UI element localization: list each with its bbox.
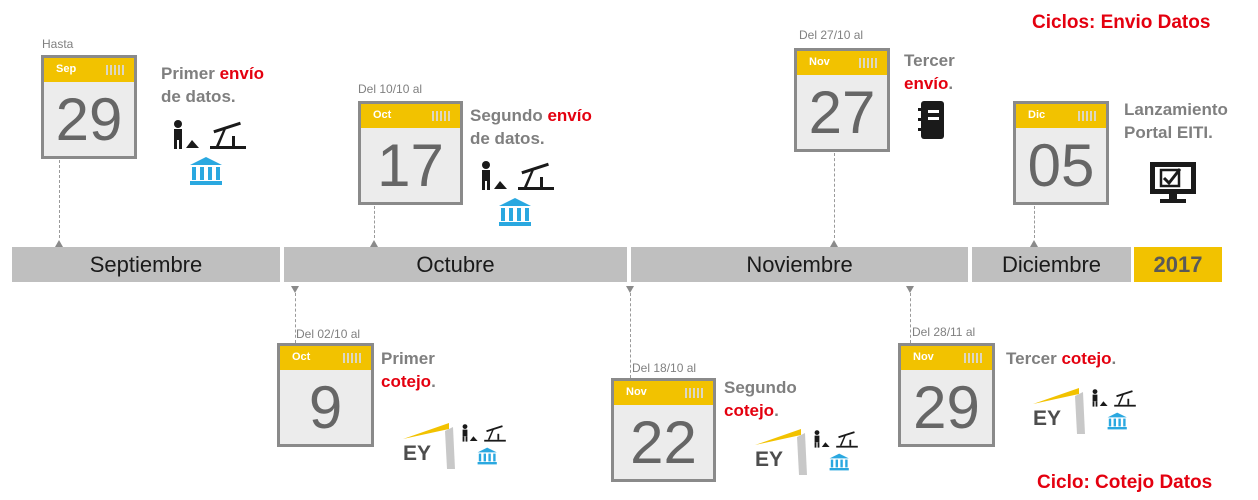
- envio-cycle-title: Ciclos: Envio Datos: [1032, 12, 1211, 33]
- event-description: Tercer envío.: [904, 51, 955, 93]
- month-december: Diciembre: [972, 247, 1131, 282]
- calendar-card-oct-9: Oct 9: [277, 343, 374, 447]
- ey-logo-text: EY: [403, 442, 432, 465]
- worker-pumpjack-bank-icon: [814, 430, 858, 471]
- month-november: Noviembre: [631, 247, 968, 282]
- ey-logo-icon: [1033, 388, 1085, 434]
- monitor-checkmark-icon: [1150, 162, 1196, 203]
- event-note: Hasta: [42, 37, 74, 51]
- calendar-month: Nov: [626, 386, 647, 398]
- ey-logo-text: EY: [1033, 407, 1062, 430]
- calendar-card-nov-27: Nov 27: [794, 48, 890, 152]
- connector-line: [295, 293, 296, 343]
- bank-icon: [190, 157, 222, 185]
- event-note: Del 10/10 al: [358, 82, 423, 96]
- year-label: 2017: [1134, 247, 1222, 282]
- calendar-month: Oct: [292, 351, 311, 363]
- connector-arrow: [291, 286, 299, 293]
- worker-pumpjack-icon: [174, 120, 246, 149]
- calendar-day: 29: [55, 85, 123, 153]
- calendar-card-dic-05: Dic 05: [1013, 101, 1109, 205]
- event-description: Primer envío de datos.: [161, 64, 264, 106]
- calendar-month: Sep: [56, 63, 77, 75]
- bank-icon: [499, 198, 531, 226]
- calendar-month: Dic: [1028, 109, 1046, 121]
- calendar-card-sep-29: Sep 29: [41, 55, 137, 159]
- event-description: Segundo envío de datos.: [470, 106, 592, 148]
- calendar-card-nov-22: Nov 22: [611, 378, 716, 482]
- ey-logo-text: EY: [755, 448, 784, 471]
- event-note: Del 28/11 al: [912, 325, 976, 339]
- calendar-month: Nov: [809, 56, 830, 68]
- calendar-day: 29: [913, 373, 980, 441]
- connector-arrow: [55, 240, 63, 247]
- worker-pumpjack-bank-icon: [462, 424, 506, 465]
- connector-line: [59, 160, 60, 238]
- connector-arrow: [626, 286, 634, 293]
- calendar-day: 9: [308, 373, 343, 441]
- event-note: Del 18/10 al: [632, 361, 697, 375]
- connector-line: [910, 293, 911, 343]
- ey-logo-group: EY: [399, 419, 515, 471]
- connector-arrow: [1030, 240, 1038, 247]
- calendar-month: Oct: [373, 109, 392, 121]
- month-september: Septiembre: [12, 247, 280, 282]
- calendar-month: Nov: [913, 351, 934, 363]
- event-description: Primer cotejo.: [381, 349, 436, 391]
- calendar-day: 17: [377, 131, 444, 199]
- ey-logo-icon: [755, 429, 807, 475]
- event-description: Segundo cotejo.: [724, 378, 797, 420]
- worker-pumpjack-icon: [482, 161, 554, 190]
- notebook-icon: [918, 101, 944, 139]
- connector-line: [834, 153, 835, 238]
- event-note: Del 02/10 al: [296, 327, 361, 341]
- calendar-card-oct-17: Oct 17: [358, 101, 463, 205]
- calendar-day: 05: [1027, 131, 1095, 199]
- event-description: Tercer cotejo.: [1006, 349, 1117, 368]
- event-note: Del 27/10 al: [799, 28, 864, 42]
- calendar-day: 27: [808, 78, 876, 146]
- worker-pumpjack-bank-icon: [1092, 389, 1136, 430]
- connector-arrow: [906, 286, 914, 293]
- ey-logo-group: EY: [751, 425, 867, 477]
- connector-line: [630, 293, 631, 378]
- cotejo-cycle-title: Ciclo: Cotejo Datos: [1037, 472, 1213, 493]
- event-description: Lanzamiento Portal EITI.: [1124, 100, 1228, 142]
- ey-logo-group: EY: [1029, 384, 1145, 436]
- connector-arrow: [370, 240, 378, 247]
- calendar-day: 22: [630, 408, 697, 476]
- month-october: Octubre: [284, 247, 627, 282]
- connector-line: [1034, 206, 1035, 238]
- calendar-card-nov-29: Nov 29: [898, 343, 995, 447]
- connector-arrow: [830, 240, 838, 247]
- connector-line: [374, 206, 375, 238]
- ey-logo-icon: [403, 423, 455, 469]
